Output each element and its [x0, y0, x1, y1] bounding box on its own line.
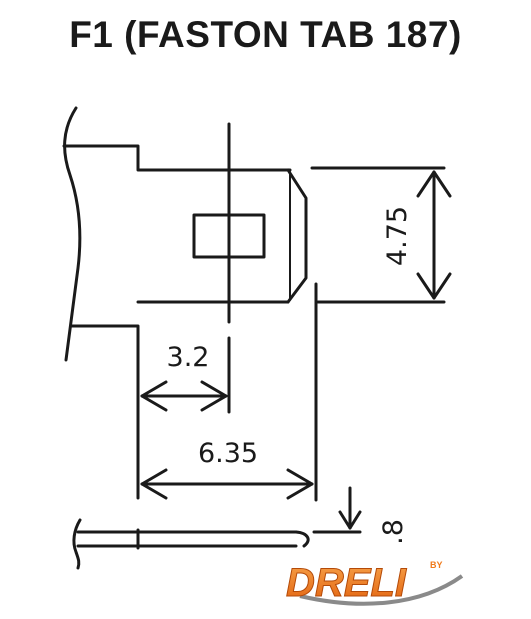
hole-offset-arrow-right — [200, 380, 228, 412]
height-arrow-bottom — [416, 272, 452, 300]
side-view-break-edge — [72, 518, 82, 570]
logo-wordmark: DRELI — [286, 561, 407, 605]
dreli-logo: DRELI BY — [286, 560, 464, 606]
diagram-title: F1 (FASTON TAB 187) — [69, 14, 462, 55]
tab-height-label: 4.75 — [382, 206, 413, 266]
terminal-body-top-step — [62, 144, 292, 172]
height-arrow-top — [416, 170, 452, 198]
thickness-label: .8 — [378, 519, 409, 545]
length-arrow-right — [286, 468, 314, 500]
length-arrow-left — [140, 468, 168, 500]
hole-offset-arrow-left — [140, 380, 168, 412]
tab-tip — [286, 168, 308, 304]
terminal-body-bottom-step — [70, 324, 140, 500]
hole-offset-label: 3.2 — [167, 342, 210, 373]
logo-by: BY — [430, 560, 443, 570]
tab-length-label: 6.35 — [198, 438, 258, 469]
logo-swoosh — [299, 574, 464, 606]
side-view-tip — [294, 530, 310, 548]
thickness-arrow-head — [338, 510, 362, 530]
terminal-body-outline — [63, 106, 82, 362]
